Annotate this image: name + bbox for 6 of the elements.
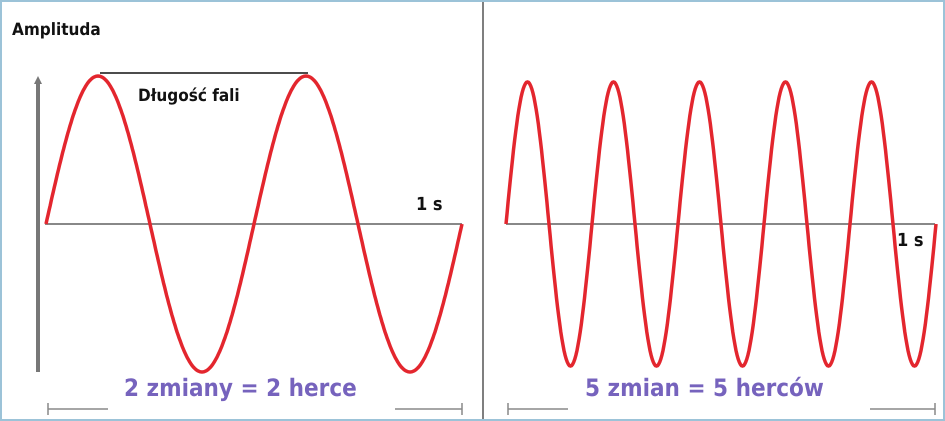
frequency-caption: 2 zmiany = 2 herce [124, 376, 357, 400]
wavelength-label: Długość fali [138, 88, 240, 105]
frequency-caption: 5 zmian = 5 herców [585, 376, 824, 400]
axis-label: Amplituda [12, 22, 101, 39]
time-label: 1 s [416, 196, 443, 214]
time-label: 1 s [897, 232, 924, 250]
